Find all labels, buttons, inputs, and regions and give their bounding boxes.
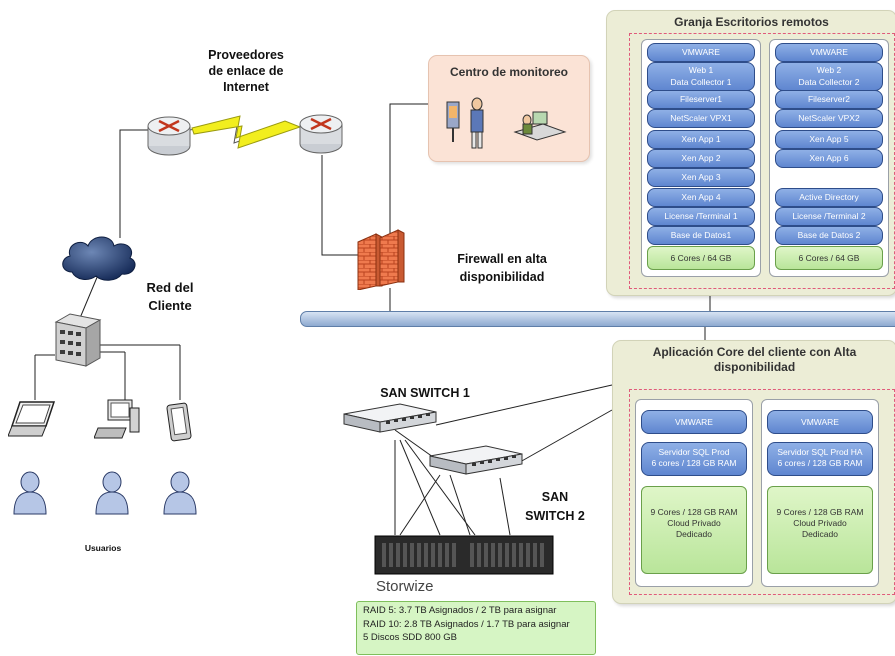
router-icon (299, 114, 343, 154)
farm1-xenapp3: Xen App 3 (647, 168, 755, 187)
farm1-web: Web 1 Data Collector 1 (647, 62, 755, 91)
farm2-resources: 6 Cores / 64 GB (775, 246, 883, 270)
farm1-xenapp2: Xen App 2 (647, 149, 755, 168)
user-icon (95, 471, 129, 515)
farm2-vmware: VMWARE (775, 43, 883, 62)
farm-host-1: VMWARE Web 1 Data Collector 1 Fileserver… (641, 39, 761, 277)
farm2-fileserver: Fileserver2 (775, 90, 883, 109)
raid-line-1: RAID 5: 3.7 TB Asignados / 2 TB para asi… (363, 605, 557, 616)
network-backbone (300, 311, 895, 327)
farm2-active-directory: Active Directory (775, 188, 883, 207)
san-switch-1-label: SAN SWITCH 1 (380, 386, 470, 400)
farm2-netscaler: NetScaler VPX2 (775, 109, 883, 128)
router-icon (147, 116, 191, 156)
laptop-icon (8, 401, 56, 437)
desktop-computer-icon (94, 399, 140, 439)
core-title: Aplicación Core del cliente con Alta dis… (652, 345, 857, 374)
core2-cloud: 9 Cores / 128 GB RAM Cloud Privado Dedic… (767, 486, 873, 574)
core2-vmware: VMWARE (767, 410, 873, 434)
firewall-label: Firewall en alta disponibilidad (457, 252, 547, 284)
tablet-icon (166, 402, 192, 442)
core1-cloud: 9 Cores / 128 GB RAM Cloud Privado Dedic… (641, 486, 747, 574)
firewall-icon (357, 229, 405, 290)
core1-sql: Servidor SQL Prod 6 cores / 128 GB RAM (641, 442, 747, 476)
raid-line-2: RAID 10: 2.8 TB Asignados / 1.7 TB para … (363, 618, 570, 630)
core-host-2: VMWARE Servidor SQL Prod HA 6 cores / 12… (761, 399, 879, 587)
core1-vmware: VMWARE (641, 410, 747, 434)
core2-sql: Servidor SQL Prod HA 6 cores / 128 GB RA… (767, 442, 873, 476)
farm1-netscaler: NetScaler VPX1 (647, 109, 755, 128)
operator-icon (446, 97, 484, 149)
farm2-license: License /Terminal 2 (775, 207, 883, 226)
monitoring-title: Centro de monitoreo (449, 65, 568, 79)
core-application-panel: Aplicación Core del cliente con Alta dis… (612, 340, 895, 604)
cloud-icon (62, 236, 136, 281)
san-switch-2-label: SAN SWITCH 2 (525, 490, 585, 523)
san-switch-1-icon (343, 403, 437, 433)
farm1-resources: 6 Cores / 64 GB (647, 246, 755, 270)
farm1-database: Base de Datos1 (647, 226, 755, 245)
farm2-xenapp6: Xen App 6 (775, 149, 883, 168)
raid-line-3: 5 Discos SDD 800 GB (363, 632, 457, 643)
farm-title: Granja Escritorios remotos (674, 15, 829, 29)
providers-label: Proveedores de enlace de Internet (208, 48, 284, 94)
farm2-xenapp5: Xen App 5 (775, 130, 883, 149)
farm2-database: Base de Datos 2 (775, 226, 883, 245)
san-switch-2-icon (429, 445, 523, 475)
remote-desktop-farm: Granja Escritorios remotos VMWARE Web 1 … (606, 10, 895, 296)
user-icon (13, 471, 47, 515)
farm2-web: Web 2 Data Collector 2 (775, 62, 883, 91)
storage-array-icon (374, 535, 554, 575)
user-icon (163, 471, 197, 515)
core-host-1: VMWARE Servidor SQL Prod 6 cores / 128 G… (635, 399, 753, 587)
farm1-vmware: VMWARE (647, 43, 755, 62)
raid-info-box: RAID 5: 3.7 TB Asignados / 2 TB para asi… (356, 601, 596, 655)
monitoring-center: Centro de monitoreo (428, 55, 590, 162)
storage-label: Storwize (376, 578, 434, 595)
farm1-license: License /Terminal 1 (647, 207, 755, 226)
users-label: Usuarios (84, 543, 122, 553)
farm1-xenapp1: Xen App 1 (647, 130, 755, 149)
farm1-xenapp4: Xen App 4 (647, 188, 755, 207)
server-icon (54, 313, 102, 367)
farm-host-2: VMWARE Web 2 Data Collector 2 Fileserver… (769, 39, 889, 277)
workstation-icon (513, 111, 567, 141)
client-network-label: Red del Cliente (146, 280, 194, 313)
farm1-fileserver: Fileserver1 (647, 90, 755, 109)
